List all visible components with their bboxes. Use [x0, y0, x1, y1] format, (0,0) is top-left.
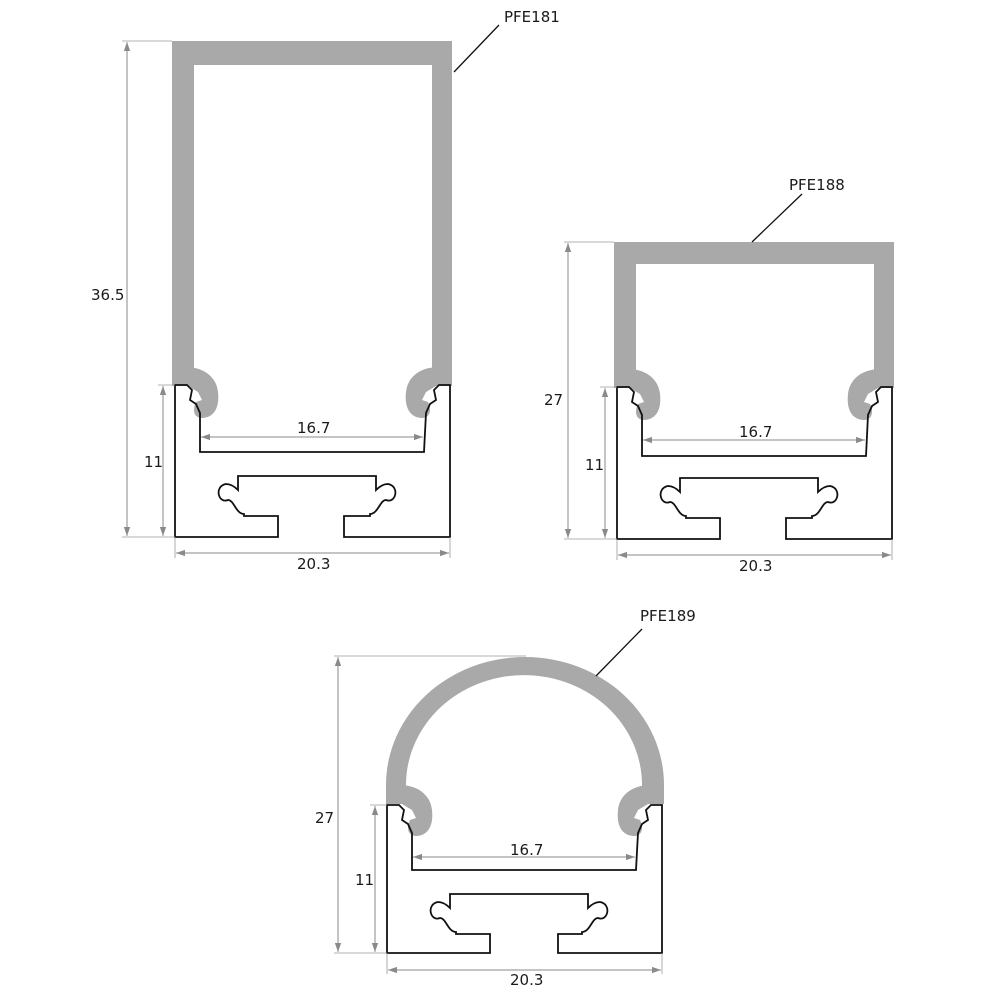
pfe188-label: PFE188 [789, 176, 845, 194]
pfe181-base-height-value: 11 [144, 453, 163, 471]
pfe188-left-clip [614, 369, 661, 420]
pfe188-outer-width-value: 20.3 [739, 557, 772, 575]
pfe188-cover-frame [614, 242, 894, 387]
pfe181-inner-width-value: 16.7 [297, 419, 330, 437]
pfe189-base-height-value: 11 [355, 871, 374, 889]
pfe181-outer-width-value: 20.3 [297, 555, 330, 573]
pfe188-aluminium-base [616, 386, 893, 540]
pfe181-right-clip [405, 367, 452, 418]
pfe189-inner-width-value: 16.7 [510, 841, 543, 859]
pfe188-inner-width-value: 16.7 [739, 423, 772, 441]
pfe189-dome-cover [386, 657, 664, 803]
pfe189-label: PFE189 [640, 607, 696, 625]
pfe189-total-height-value: 27 [315, 809, 334, 827]
pfe188-leader-line [751, 193, 803, 243]
pfe181-label: PFE181 [504, 8, 560, 26]
pfe189-right-clip [617, 785, 664, 836]
pfe188-base-height-value: 11 [585, 456, 604, 474]
profile-pfe189: PFE189 27 11 16.7 20.3 [315, 607, 696, 989]
pfe181-diffuser-cover [172, 41, 452, 414]
pfe189-left-clip [386, 785, 433, 836]
profile-pfe188: PFE188 27 11 16.7 20.3 [544, 176, 894, 575]
pfe188-right-clip [847, 369, 894, 420]
pfe181-left-clip [172, 367, 219, 418]
pfe181-cover-frame [172, 41, 452, 385]
pfe189-aluminium-base [386, 804, 663, 954]
pfe189-leader-line [595, 628, 643, 677]
pfe188-total-height-value: 27 [544, 391, 563, 409]
pfe181-leader-line [453, 24, 500, 73]
profile-pfe181: PFE181 36.5 11 16.7 20.3 [91, 8, 560, 573]
pfe189-outer-width-value: 20.3 [510, 971, 543, 989]
pfe181-total-height-value: 36.5 [91, 286, 124, 304]
pfe181-aluminium-base [174, 384, 451, 538]
